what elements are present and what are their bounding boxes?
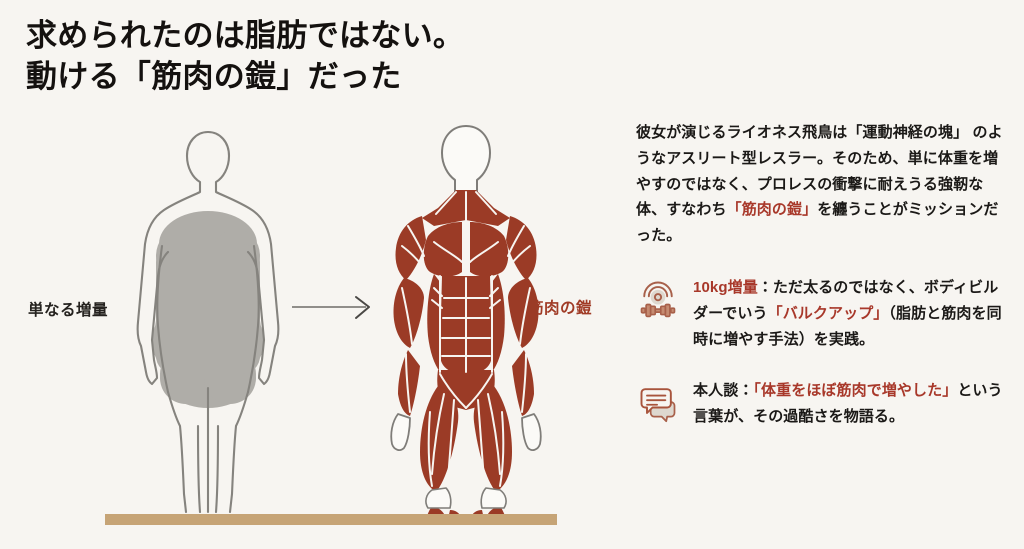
bullet-lead-plain: 本人談	[693, 382, 739, 400]
lead-paragraph: 彼女が演じるライオネス飛鳥は「運動神経の塊」 のようなアスリート型レスラー。その…	[636, 120, 1008, 249]
lead-highlight: 「筋肉の鎧」	[726, 201, 818, 219]
list-item: 本人談：「体重をほぼ筋肉で増やした」という言葉が、その過酷さを物語る。	[636, 378, 1008, 430]
bullet-text-b: （脂肪と筋肉を同時に増やす手法）を実践。	[693, 304, 1002, 348]
dumbbell-icon	[640, 281, 676, 318]
lead-part-2: を纏うことがミッションだった。	[636, 201, 999, 245]
bullet-text: 10kg増量：ただ太るのではなく、ボディビルダーでいう「バルクアップ」（脂肪と筋…	[693, 275, 1008, 352]
bullet-highlight-2: 「体重をほぼ筋肉で増やした」	[753, 382, 958, 400]
description-panel: 彼女が演じるライオネス飛鳥は「運動神経の塊」 のようなアスリート型レスラー。その…	[636, 120, 1008, 430]
bullet-text: 本人談：「体重をほぼ筋肉で増やした」という言葉が、その過酷さを物語る。	[693, 378, 1008, 430]
lead-part-1: 彼女が演じるライオネス飛鳥は「運動神経の塊」 のようなアスリート型レスラー。その…	[636, 124, 1003, 219]
figure-comparison-panel: 単なる増量 筋肉の鎧	[0, 108, 630, 549]
right-arrow-icon	[292, 296, 370, 319]
speech-bubble-icon	[640, 388, 676, 423]
bullet-text-b: という言葉が、その過酷さを物語る。	[693, 382, 1003, 426]
bullet-text-a: ：	[738, 382, 754, 400]
right-figure-label: 筋肉の鎧	[528, 300, 593, 317]
list-item: 10kg増量：ただ太るのではなく、ボディビルダーでいう「バルクアップ」（脂肪と筋…	[636, 275, 1008, 352]
ground-bar	[105, 514, 557, 525]
bullet-lead-highlight: 10kg増量	[693, 278, 758, 296]
muscular-anatomy-figure	[390, 125, 542, 518]
bullet-text-a: ：ただ太るのではなく、ボディビルダーでいう	[693, 278, 999, 322]
left-figure-label: 単なる増量	[28, 302, 109, 319]
bullet-highlight-2: 「バルクアップ」	[767, 304, 889, 322]
page-title: 求められたのは脂肪ではない。 動ける「筋肉の鎧」だった	[26, 18, 465, 95]
female-body-outline-with-fat-overlay	[136, 130, 280, 514]
bullet-list: 10kg増量：ただ太るのではなく、ボディビルダーでいう「バルクアップ」（脂肪と筋…	[636, 275, 1008, 430]
